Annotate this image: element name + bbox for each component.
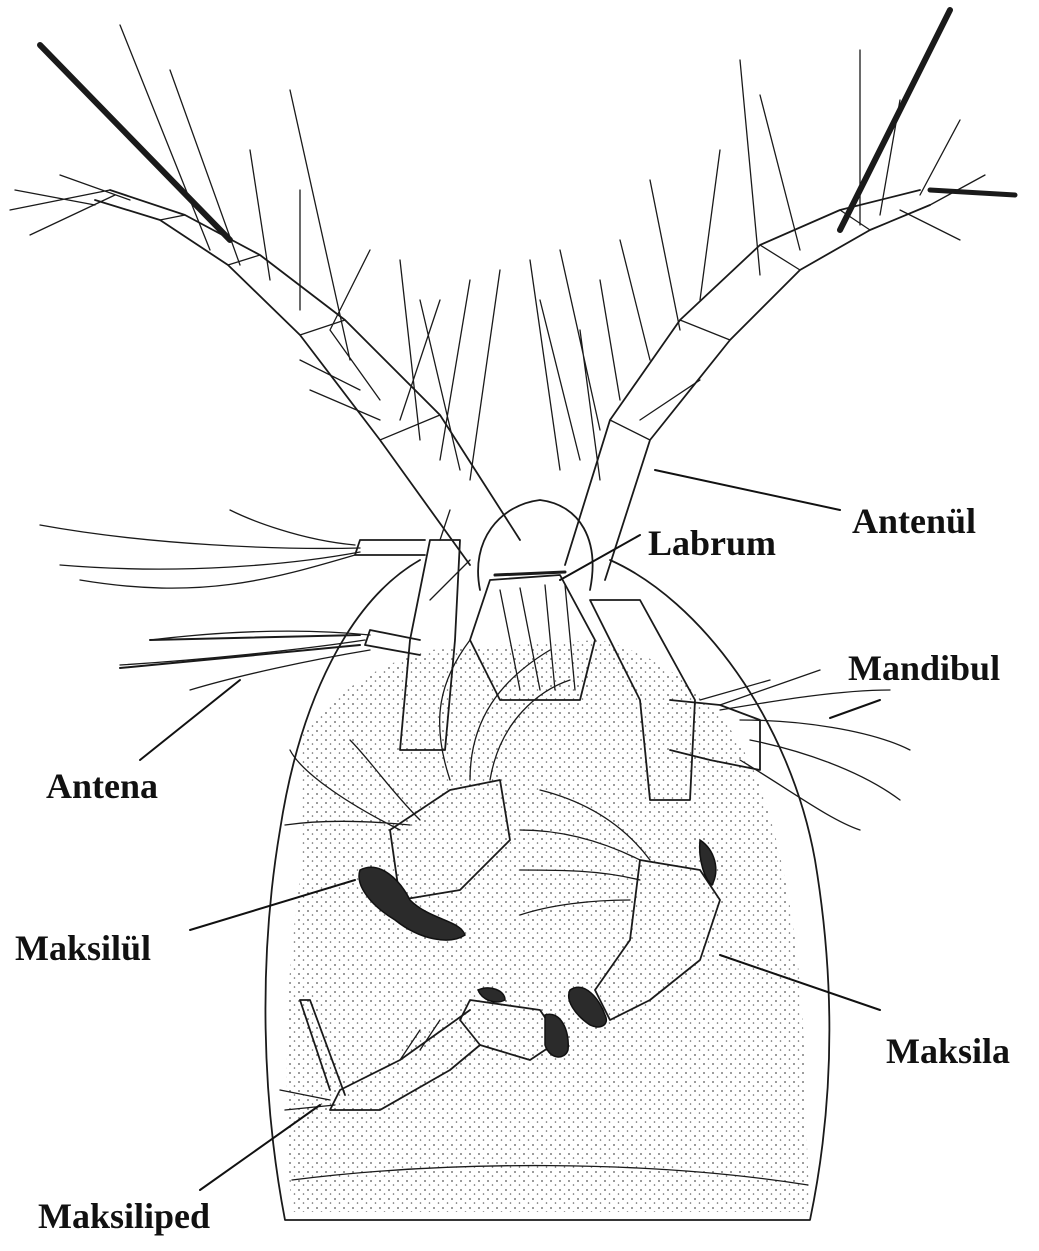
leader-antenul bbox=[655, 470, 840, 510]
body-shield bbox=[265, 560, 829, 1220]
leader-antena bbox=[140, 680, 240, 760]
left-antennule bbox=[10, 25, 520, 565]
label-antena: Antena bbox=[46, 768, 158, 804]
label-maksilul: Maksilül bbox=[15, 930, 151, 966]
label-maksila: Maksila bbox=[886, 1033, 1010, 1069]
stippled-region bbox=[286, 640, 810, 1212]
label-maksiliped: Maksiliped bbox=[38, 1198, 210, 1234]
label-mandibul: Mandibul bbox=[848, 650, 1000, 686]
label-labrum: Labrum bbox=[648, 525, 776, 561]
leader-mandibul bbox=[830, 700, 880, 718]
label-antenul: Antenül bbox=[852, 503, 976, 539]
